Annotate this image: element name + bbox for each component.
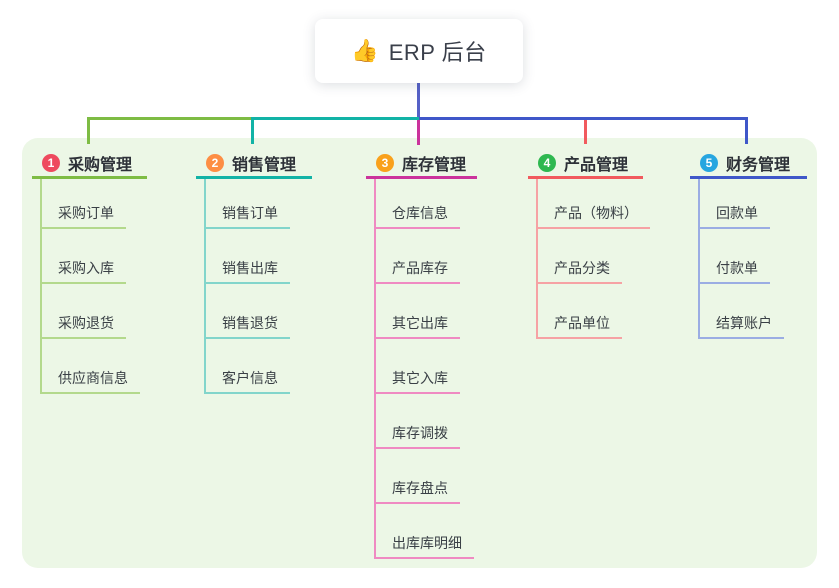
top-connector-right-segment bbox=[419, 117, 748, 120]
branch-product-management: 4 产品管理 产品（物料） 产品分类 产品单位 bbox=[528, 150, 650, 339]
branch-node-sales[interactable]: 2 销售管理 bbox=[196, 150, 312, 179]
branch-4-drop-connector bbox=[584, 120, 587, 144]
child-node-purchase-order[interactable]: 采购订单 bbox=[40, 204, 126, 229]
mindmap-panel bbox=[22, 138, 817, 568]
branch-5-drop-connector bbox=[745, 117, 748, 144]
child-node-product-category[interactable]: 产品分类 bbox=[536, 259, 622, 284]
child-node-product-material[interactable]: 产品（物料） bbox=[536, 204, 650, 229]
child-node-receipt-doc[interactable]: 回款单 bbox=[698, 204, 770, 229]
branch-5-child-connector bbox=[698, 179, 700, 339]
branch-2-drop-connector bbox=[251, 117, 254, 144]
child-node-product-stock[interactable]: 产品库存 bbox=[374, 259, 460, 284]
branch-finance-management: 5 财务管理 回款单 付款单 结算账户 bbox=[690, 150, 807, 339]
branch-node-product[interactable]: 4 产品管理 bbox=[528, 150, 643, 179]
branch-5-title: 财务管理 bbox=[726, 157, 791, 174]
child-node-settlement-account[interactable]: 结算账户 bbox=[698, 314, 784, 339]
branch-2-title: 销售管理 bbox=[232, 157, 297, 174]
thumbs-up-icon: 👍 bbox=[351, 38, 379, 63]
child-node-sales-outbound[interactable]: 销售出库 bbox=[204, 259, 290, 284]
child-node-stock-taking[interactable]: 库存盘点 bbox=[374, 479, 460, 504]
branch-sales-management: 2 销售管理 销售订单 销售出库 销售退货 客户信息 bbox=[196, 150, 312, 394]
root-node-erp-backend[interactable]: 👍 ERP 后台 bbox=[315, 19, 523, 83]
child-node-sales-return[interactable]: 销售退货 bbox=[204, 314, 290, 339]
branch-2-number-badge: 2 bbox=[206, 154, 224, 172]
branch-1-number-badge: 1 bbox=[42, 154, 60, 172]
child-node-stock-transfer[interactable]: 库存调拨 bbox=[374, 424, 460, 449]
branch-1-child-connector bbox=[40, 179, 42, 394]
top-connector-left-segment bbox=[87, 117, 253, 120]
branch-inventory-management: 3 库存管理 仓库信息 产品库存 其它出库 其它入库 库存调拨 库存盘点 出库库… bbox=[366, 150, 477, 559]
branch-1-drop-connector bbox=[87, 117, 90, 144]
child-node-purchase-return[interactable]: 采购退货 bbox=[40, 314, 126, 339]
child-node-outbound-details[interactable]: 出库库明细 bbox=[374, 534, 474, 559]
branch-3-child-connector bbox=[374, 179, 376, 559]
child-node-other-outbound[interactable]: 其它出库 bbox=[374, 314, 460, 339]
child-node-sales-order[interactable]: 销售订单 bbox=[204, 204, 290, 229]
branch-node-inventory[interactable]: 3 库存管理 bbox=[366, 150, 477, 179]
branch-5-number-badge: 5 bbox=[700, 154, 718, 172]
branch-node-purchase[interactable]: 1 采购管理 bbox=[32, 150, 147, 179]
branch-2-child-connector bbox=[204, 179, 206, 394]
child-node-customer-info[interactable]: 客户信息 bbox=[204, 369, 290, 394]
branch-purchase-management: 1 采购管理 采购订单 采购入库 采购退货 供应商信息 bbox=[32, 150, 147, 394]
branch-node-finance[interactable]: 5 财务管理 bbox=[690, 150, 807, 179]
child-node-product-unit[interactable]: 产品单位 bbox=[536, 314, 622, 339]
top-connector-middle-segment bbox=[252, 117, 420, 120]
branch-4-title: 产品管理 bbox=[564, 157, 629, 174]
branch-4-number-badge: 4 bbox=[538, 154, 556, 172]
branch-3-number-badge: 3 bbox=[376, 154, 394, 172]
child-node-supplier-info[interactable]: 供应商信息 bbox=[40, 369, 140, 394]
child-node-other-inbound[interactable]: 其它入库 bbox=[374, 369, 460, 394]
child-node-warehouse-info[interactable]: 仓库信息 bbox=[374, 204, 460, 229]
branch-1-title: 采购管理 bbox=[68, 157, 133, 174]
child-node-payment-doc[interactable]: 付款单 bbox=[698, 259, 770, 284]
root-stem-connector bbox=[417, 83, 420, 118]
branch-3-title: 库存管理 bbox=[402, 157, 467, 174]
branch-3-drop-connector bbox=[417, 120, 420, 145]
root-node-title: ERP 后台 bbox=[388, 40, 487, 65]
child-node-purchase-inbound[interactable]: 采购入库 bbox=[40, 259, 126, 284]
branch-4-child-connector bbox=[536, 179, 538, 339]
